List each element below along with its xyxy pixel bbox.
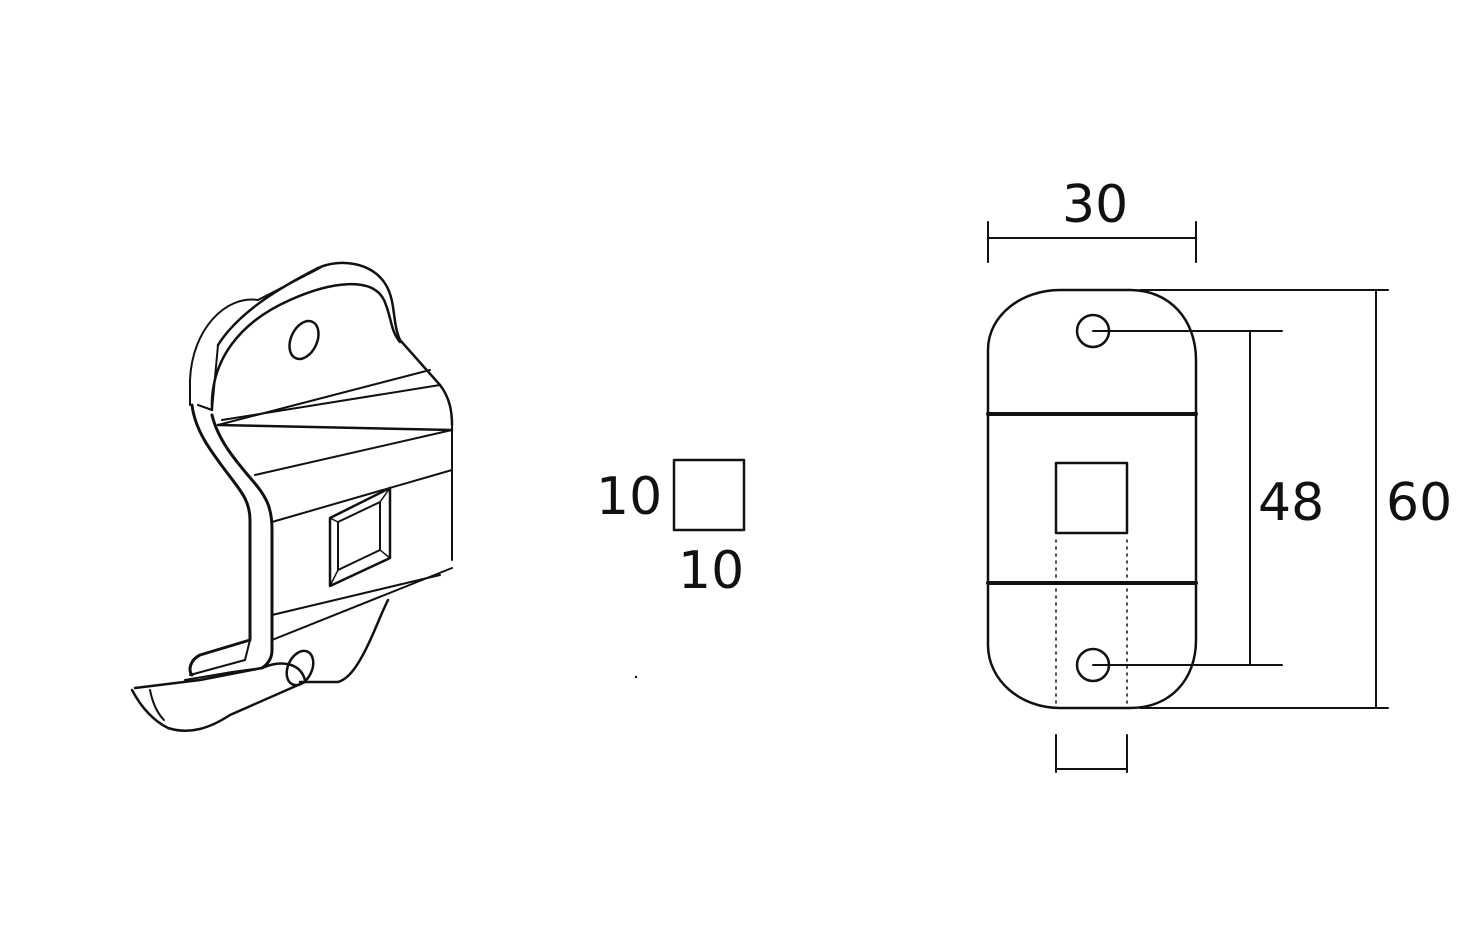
overall-height-label: 60 bbox=[1386, 473, 1452, 533]
bracket-isometric-view bbox=[130, 261, 454, 732]
square-hole-detail: 10 10 bbox=[596, 458, 746, 679]
width-label: 30 bbox=[1062, 175, 1128, 235]
square-height-label: 10 bbox=[678, 541, 744, 601]
square-width-label: 10 bbox=[596, 467, 662, 527]
dimensions: 30 48 60 bbox=[987, 175, 1452, 773]
stray-dot bbox=[634, 675, 638, 679]
bracket-front-view bbox=[986, 288, 1198, 710]
hole-spacing-label: 48 bbox=[1258, 473, 1324, 533]
square-hole-outline bbox=[672, 458, 746, 532]
front-square-hole bbox=[1054, 461, 1129, 535]
plate-outline bbox=[986, 288, 1198, 710]
